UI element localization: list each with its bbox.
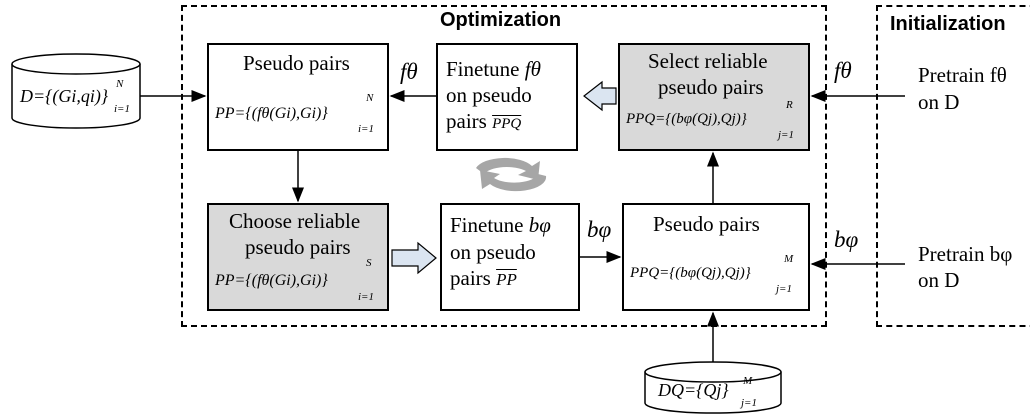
finetune-b-prefix: Finetune — [450, 213, 529, 237]
finetune-f-line3: pairs PPQ — [446, 111, 521, 132]
choose-reliable-formula: PP={(fθ(Gi),Gi)} — [215, 272, 328, 289]
finetune-f-line2: on pseudo — [446, 83, 532, 107]
finetune-f-line1: Finetune fθ — [446, 59, 541, 80]
database-query-label: DQ={Qj} — [658, 380, 729, 400]
pretrain-b-line1: Pretrain bφ — [918, 242, 1013, 266]
database-cylinder-bottom — [644, 361, 782, 414]
finetune-f-prefix: Finetune — [446, 57, 525, 81]
finetune-b-box — [440, 203, 580, 311]
finetune-b-line2: on pseudo — [450, 240, 536, 264]
choose-reliable-sup: S — [366, 257, 372, 269]
database-training-sup: N — [116, 78, 124, 90]
select-reliable-sub: j=1 — [778, 129, 794, 141]
pretrain-b-line2: on D — [918, 268, 960, 292]
finetune-b-line3: pairs PP — [450, 268, 517, 289]
pseudo-pairs-bottom-formula: PPQ={(bφ(Qj),Qj)} — [630, 265, 751, 281]
select-reliable-line1: Select reliable — [648, 49, 768, 73]
optimization-region — [181, 5, 827, 327]
finetune-b-symbol: bφ — [528, 213, 551, 237]
optimization-title: Optimization — [440, 9, 562, 31]
select-reliable-line2: pseudo pairs — [658, 75, 764, 99]
pseudo-pairs-top-sup: N — [366, 92, 374, 104]
select-reliable-sup: R — [786, 99, 793, 111]
finetune-b-pairs-symbol: PP — [496, 270, 517, 289]
pretrain-f-line1: Pretrain fθ — [918, 63, 1007, 87]
finetune-f-symbol: fθ — [524, 57, 541, 81]
arrow-label-f-init: fθ — [834, 58, 852, 83]
finetune-f-pairs-symbol: PPQ — [492, 116, 522, 132]
finetune-f-box — [436, 43, 578, 151]
block-arrow-select-to-finetune — [583, 80, 617, 112]
arrow-label-f-top: fθ — [400, 59, 418, 84]
pseudo-pairs-top-formula: PP={(fθ(Gi),Gi)} — [215, 105, 328, 122]
choose-reliable-sub: i=1 — [358, 291, 374, 303]
pretrain-f-line2: on D — [918, 90, 960, 114]
pseudo-pairs-box-bottom — [622, 203, 810, 311]
pseudo-pairs-top-title: Pseudo pairs — [243, 51, 350, 75]
choose-reliable-line1: Choose reliable — [229, 209, 361, 233]
finetune-b-line1: Finetune bφ — [450, 215, 551, 236]
initialization-title: Initialization — [890, 13, 1006, 35]
finetune-b-pairs-word: pairs — [450, 266, 497, 290]
pseudo-pairs-bottom-title: Pseudo pairs — [653, 212, 760, 236]
arrow-label-b-mid: bφ — [587, 217, 612, 242]
pseudo-pairs-box-top — [207, 43, 389, 151]
database-query-sup: M — [743, 375, 753, 387]
select-reliable-formula: PPQ={(bφ(Qj),Qj)} — [626, 111, 747, 127]
database-cylinder-left — [11, 53, 141, 129]
arrow-label-b-init: bφ — [834, 227, 859, 252]
database-training-label: D={(Gi,qi)} — [20, 86, 109, 106]
choose-reliable-box — [207, 203, 389, 311]
pseudo-pairs-bottom-sup: M — [784, 253, 794, 265]
select-reliable-box — [618, 43, 810, 151]
block-arrow-choose-to-finetune — [391, 241, 437, 275]
database-training-sub: i=1 — [114, 103, 130, 115]
choose-reliable-line2: pseudo pairs — [245, 235, 351, 259]
finetune-f-pairs-word: pairs — [446, 109, 493, 133]
initialization-region — [876, 5, 1030, 327]
database-query-sub: j=1 — [741, 397, 757, 409]
pseudo-pairs-bottom-sub: j=1 — [776, 283, 792, 295]
pseudo-pairs-top-sub: i=1 — [358, 123, 374, 135]
cycle-icon — [476, 157, 547, 192]
